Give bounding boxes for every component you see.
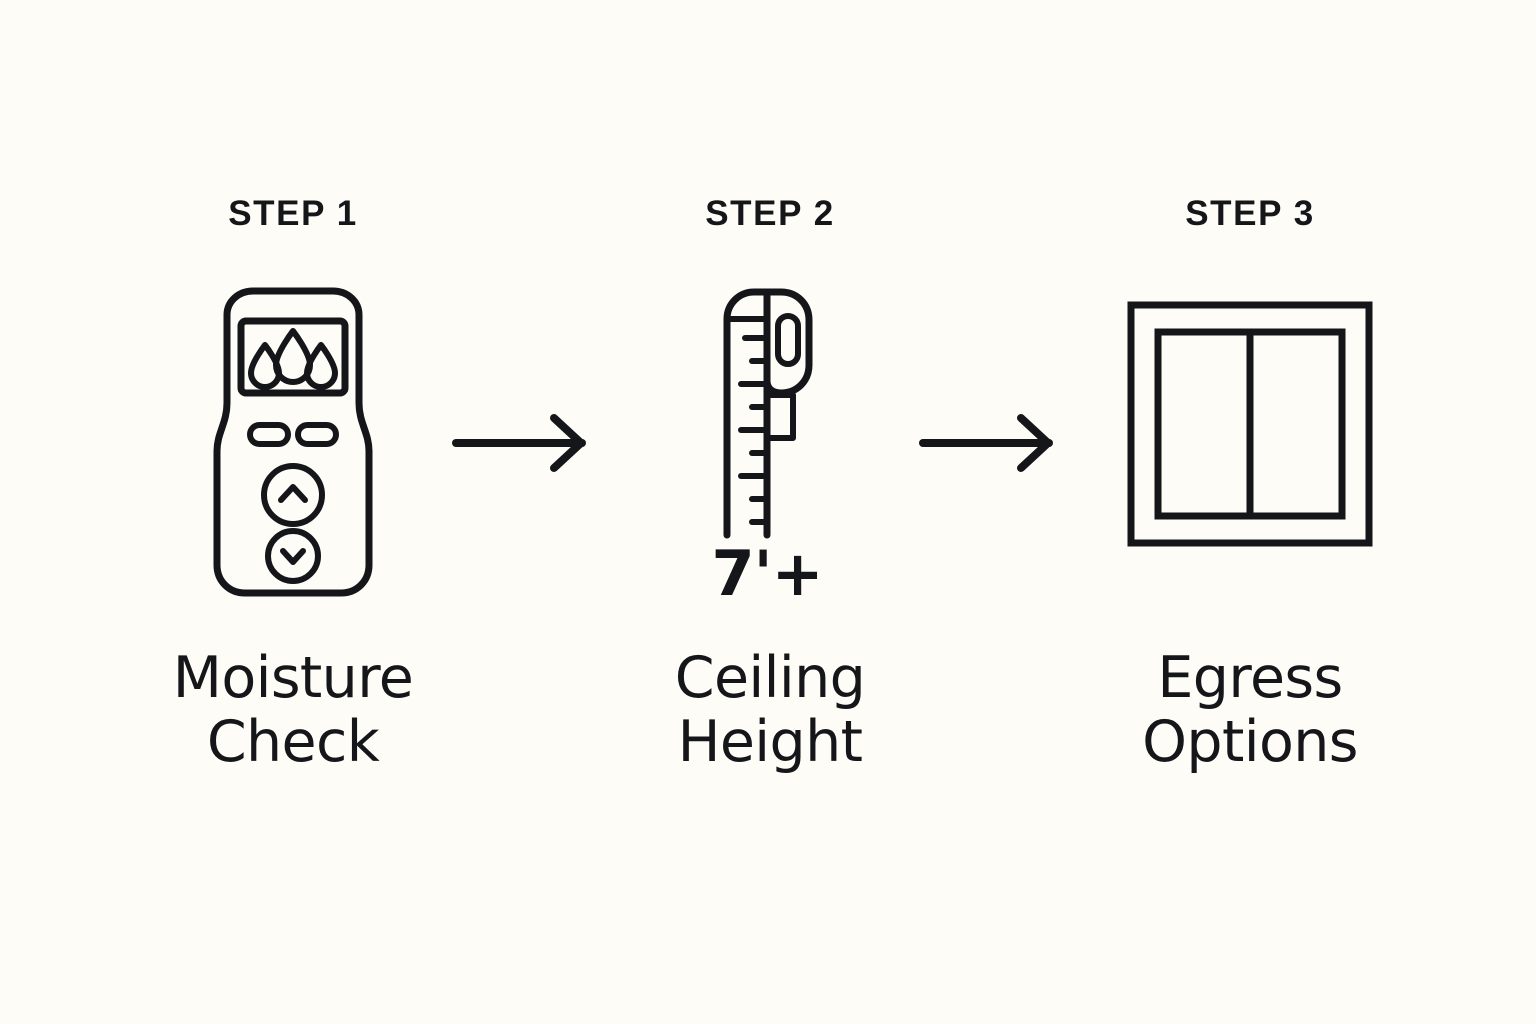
- step-2-artwork: 7'+: [560, 283, 980, 613]
- step-card-2: STEP 2: [560, 196, 980, 775]
- arrow-right-icon: [452, 414, 586, 472]
- step-1-eyebrow: STEP 1: [228, 194, 358, 233]
- moisture-meter-icon: [213, 287, 373, 597]
- step-3-caption: Egress Options: [1142, 645, 1358, 775]
- step-2-caption: Ceiling Height: [674, 645, 866, 775]
- arrow-right-icon: [919, 414, 1053, 472]
- step-1-artwork: [83, 283, 503, 613]
- step-card-1: STEP 1: [83, 196, 503, 775]
- tape-measure-group: 7'+: [705, 283, 835, 605]
- tape-measure-icon: [723, 288, 813, 539]
- step-3-artwork: [1040, 283, 1460, 613]
- step-2-eyebrow: STEP 2: [705, 194, 835, 233]
- arrow-step2-to-step3: [917, 412, 1067, 474]
- arrow-step1-to-step2: [450, 412, 600, 474]
- step-card-3: STEP 3 Egress Options: [1040, 196, 1460, 775]
- step-1-caption: Moisture Check: [172, 645, 414, 775]
- ceiling-height-value: 7'+: [711, 537, 823, 610]
- step-3-eyebrow: STEP 3: [1185, 194, 1315, 233]
- egress-window-icon: [1127, 301, 1373, 547]
